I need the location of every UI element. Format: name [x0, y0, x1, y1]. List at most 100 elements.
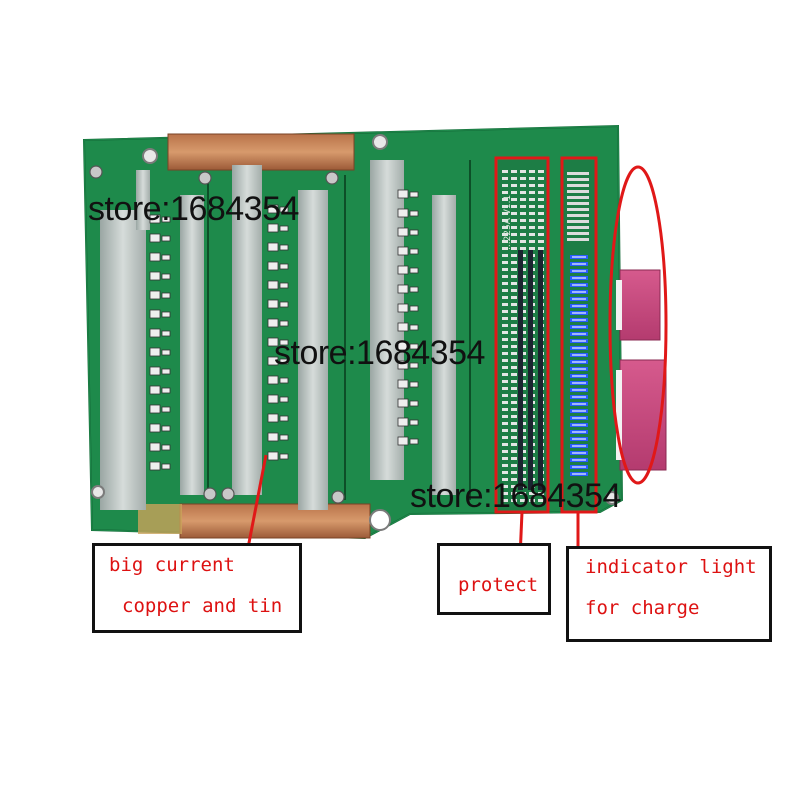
- watermark-2: store:1684354: [274, 334, 485, 372]
- resistor: [567, 178, 589, 181]
- resistor: [502, 401, 508, 404]
- resistor: [502, 457, 508, 460]
- resistor: [511, 205, 517, 208]
- resistor: [511, 254, 517, 257]
- mosfet-pad: [279, 206, 289, 213]
- resistor: [502, 317, 508, 320]
- resistor: [511, 282, 517, 285]
- resistor: [511, 450, 517, 453]
- led-glow: [572, 291, 586, 293]
- copper-bus-bottom: [179, 503, 371, 539]
- resistor: [538, 184, 544, 187]
- resistor: [567, 214, 589, 217]
- resistor: [502, 499, 508, 502]
- mosfet-pad: [267, 394, 279, 404]
- led-glow: [572, 431, 586, 433]
- resistor: [502, 205, 508, 208]
- resistor: [511, 373, 517, 376]
- black-mosfets: [518, 250, 543, 490]
- mosfet-pad: [409, 210, 419, 217]
- resistor: [502, 324, 508, 327]
- resistor: [529, 240, 535, 243]
- mosfet-pad: [149, 290, 161, 300]
- mosfet-pad: [149, 423, 161, 433]
- resistor: [520, 212, 526, 215]
- watermark-1: store:1684354: [88, 190, 299, 228]
- resistor: [567, 220, 589, 223]
- callout-protect-box: protect: [437, 543, 551, 615]
- resistor: [511, 177, 517, 180]
- resistor: [511, 198, 517, 201]
- resistor: [502, 471, 508, 474]
- mosfet-pad: [409, 400, 419, 407]
- resistor: [511, 219, 517, 222]
- led-glow: [572, 396, 586, 398]
- mosfet-pad: [279, 396, 289, 403]
- mosfet-pad: [279, 320, 289, 327]
- resistor: [502, 268, 508, 271]
- tin-strips: [100, 160, 456, 510]
- led-glow: [572, 333, 586, 335]
- copper-bus-top: [167, 133, 355, 171]
- resistor: [502, 303, 508, 306]
- mosfet-strip: [538, 250, 543, 490]
- led-glow: [572, 445, 586, 447]
- led-glow: [572, 256, 586, 258]
- mosfet-pad: [267, 451, 279, 461]
- resistor: [538, 233, 544, 236]
- resistor: [511, 492, 517, 495]
- resistor: [529, 226, 535, 229]
- mosfet-pad: [161, 387, 171, 394]
- resistor: [502, 275, 508, 278]
- resistor: [502, 464, 508, 467]
- mosfet-pad: [409, 324, 419, 331]
- resistor: [567, 190, 589, 193]
- mosfet-pad: [409, 191, 419, 198]
- led-glow: [572, 298, 586, 300]
- led-glow: [572, 347, 586, 349]
- mosfet-pad: [279, 453, 289, 460]
- mosfet-pad: [267, 375, 279, 385]
- resistor: [502, 233, 508, 236]
- mosfet-pad: [409, 343, 419, 350]
- mosfet-pad: [267, 413, 279, 423]
- resistor: [520, 170, 526, 173]
- mosfet-pad: [397, 379, 409, 389]
- resistor: [511, 478, 517, 481]
- resistor: [511, 261, 517, 264]
- led-glow: [572, 466, 586, 468]
- led-glow: [572, 305, 586, 307]
- resistor: [511, 408, 517, 411]
- resistor: [567, 232, 589, 235]
- mosfet-pad: [149, 461, 161, 471]
- resistor: [529, 170, 535, 173]
- resistor: [567, 202, 589, 205]
- led-glow: [572, 312, 586, 314]
- mosfet-pad: [149, 271, 161, 281]
- resistor: [529, 219, 535, 222]
- mosfet-pad: [279, 301, 289, 308]
- resistor: [511, 303, 517, 306]
- led-glow: [572, 389, 586, 391]
- mosfet-pad: [161, 463, 171, 470]
- resistor: [529, 492, 535, 495]
- led-glow: [572, 417, 586, 419]
- mosfet-pad: [267, 204, 279, 214]
- mosfet-pad: [267, 223, 279, 233]
- mosfet-pad: [397, 398, 409, 408]
- led-glow: [572, 361, 586, 363]
- resistor: [511, 233, 517, 236]
- led-glow: [572, 473, 586, 475]
- resistor: [529, 247, 535, 250]
- mosfet-pad: [149, 347, 161, 357]
- resistor: [502, 177, 508, 180]
- led-glow: [572, 319, 586, 321]
- resistor: [529, 212, 535, 215]
- screws: [89, 165, 345, 504]
- resistor: [511, 359, 517, 362]
- protect-frame: [494, 156, 550, 514]
- resistor: [520, 226, 526, 229]
- mosfet-pad: [397, 436, 409, 446]
- led-glow: [572, 284, 586, 286]
- callout-indicator-box: indicator light for charge: [566, 546, 772, 642]
